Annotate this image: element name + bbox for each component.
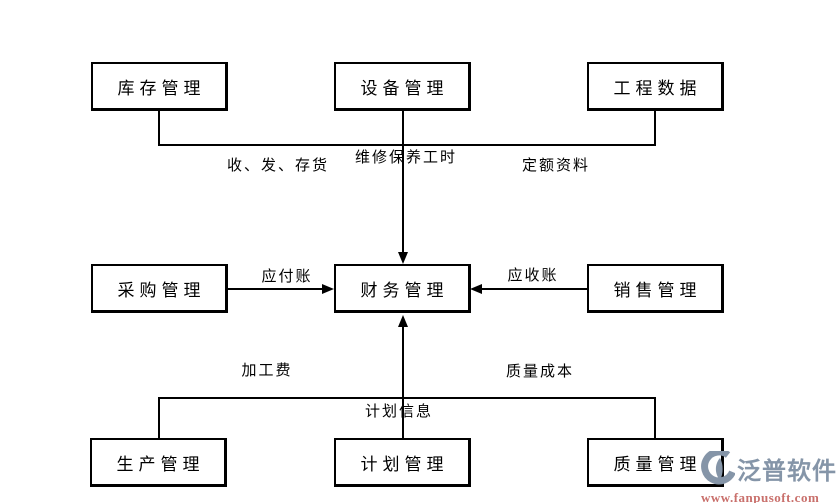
- node-sales-management: 销售管理: [587, 264, 724, 313]
- edge-label-plan-information: 计划信息: [364, 402, 433, 420]
- edge-label-accounts-payable: 应付账: [261, 267, 313, 285]
- node-engineering-data: 工程数据: [587, 62, 724, 111]
- edge-label-receive-send-stock: 收、发、存货: [226, 156, 329, 174]
- arrowhead-right-into-finance: [322, 284, 334, 294]
- edge-label-processing-fee: 加工费: [241, 361, 293, 379]
- node-inventory-management: 库存管理: [91, 62, 228, 111]
- arrowhead-down-into-finance: [398, 252, 408, 264]
- node-planning-management: 计划管理: [334, 438, 471, 487]
- node-purchasing-management: 采购管理: [91, 264, 228, 313]
- node-quality-management: 质量管理: [587, 438, 724, 487]
- edge-label-accounts-receivable: 应收账: [507, 266, 559, 284]
- fanpu-logo-icon: [701, 448, 736, 491]
- edge-label-quality-cost: 质量成本: [505, 362, 574, 380]
- node-production-management: 生产管理: [90, 438, 227, 487]
- edge-label-maintenance-hours: 维修保养工时: [354, 148, 457, 166]
- arrowhead-up-into-finance: [398, 315, 408, 327]
- fanpu-watermark-link[interactable]: 泛普软件 www.fanpusoft.com: [701, 448, 838, 503]
- fanpu-url-text: www.fanpusoft.com: [701, 490, 820, 503]
- edge-label-quota-data: 定额资料: [521, 156, 590, 174]
- fanpu-brand-text: 泛普软件: [737, 456, 837, 485]
- node-equipment-management: 设备管理: [334, 62, 471, 111]
- arrowhead-left-into-finance: [470, 284, 482, 294]
- node-finance-management: 财务管理: [334, 264, 471, 313]
